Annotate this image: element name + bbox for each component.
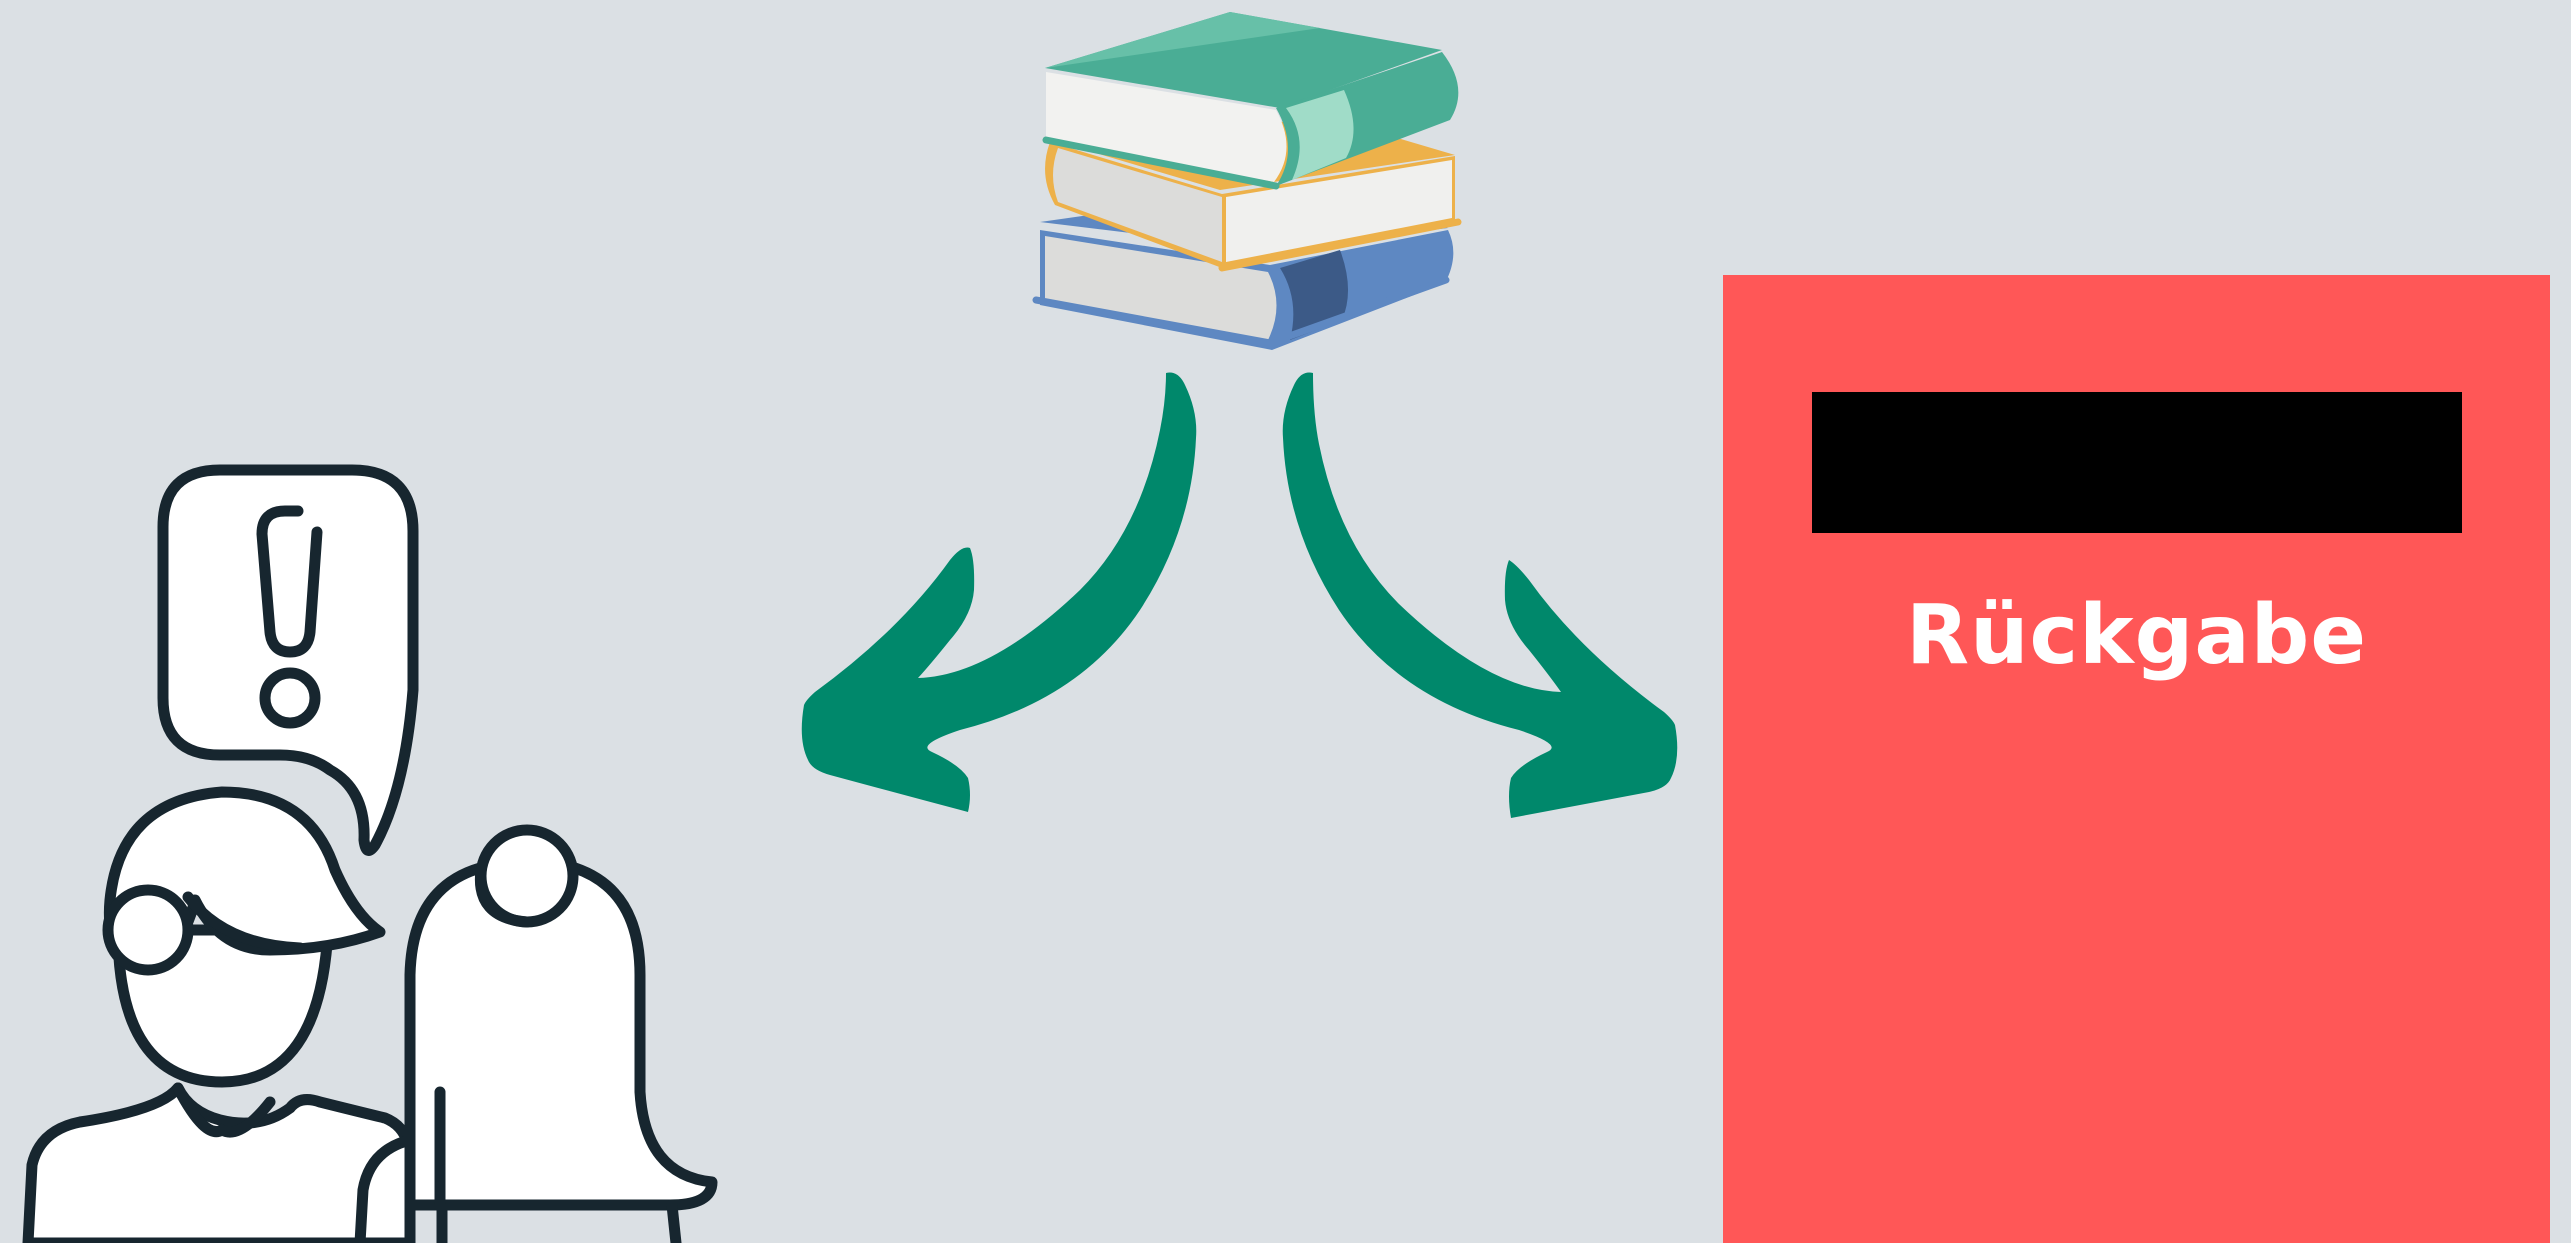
return-box: Rückgabe [1723, 275, 2550, 1243]
stack-of-books-icon [1036, 12, 1458, 350]
curved-arrow-left-icon [802, 373, 1197, 813]
service-bell-icon [360, 830, 712, 1243]
return-slot [1812, 392, 2462, 533]
curved-arrow-right-icon [1283, 373, 1678, 819]
return-label: Rückgabe [1723, 595, 2550, 677]
person-icon [28, 792, 410, 1243]
